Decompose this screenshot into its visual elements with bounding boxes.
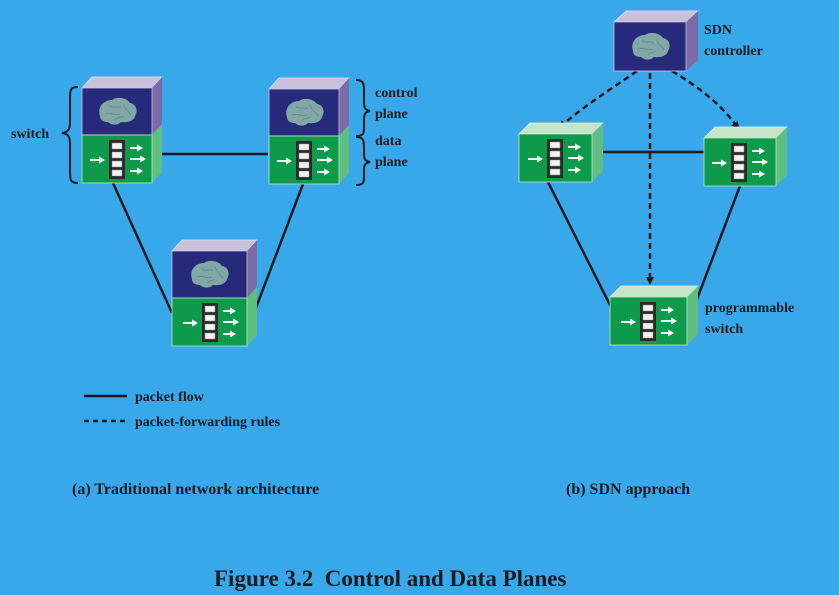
sdn-controller: [612, 10, 700, 72]
programmable-label-line1: programmable: [705, 301, 794, 316]
forwarding-rules-arrows: [558, 69, 740, 285]
switch-brace: [61, 86, 79, 184]
link-sw2-sw3: [252, 183, 305, 314]
data-plane-brace: [355, 136, 371, 186]
figure-title: Figure 3.2 Control and Data Planes: [214, 566, 567, 591]
sdn-links: [546, 150, 742, 308]
link-sdn-right-bottom: [692, 185, 742, 308]
legend-forwarding-rules-label: packet-forwarding rules: [135, 415, 281, 430]
legend: packet flow packet-forwarding rules: [84, 390, 281, 430]
panel-a-caption: (a) Traditional network architecture: [72, 481, 319, 498]
controller-label-line1: SDN: [704, 23, 732, 38]
sdn-switch-right: [703, 126, 788, 187]
legend-packet-flow-label: packet flow: [135, 390, 205, 405]
control-plane-label-line1: control: [375, 86, 418, 101]
traditional-links: [111, 152, 305, 314]
programmable-label-line2: switch: [705, 322, 743, 337]
traditional-switch-3: [171, 239, 258, 347]
link-sw1-sw3: [111, 182, 174, 314]
sdn-switch-left: [518, 122, 604, 183]
switch-label: switch: [11, 127, 49, 142]
data-plane-label-line2: plane: [375, 155, 408, 170]
control-plane-brace: [355, 79, 371, 137]
panel-b-caption: (b) SDN approach: [566, 481, 690, 498]
sdn-switch-programmable: [609, 285, 699, 346]
rules-arrow-right: [671, 69, 740, 130]
control-plane-box: [171, 250, 248, 299]
controller-label-line2: controller: [704, 44, 763, 59]
control-plane-label-line2: plane: [375, 107, 408, 122]
traditional-switch-1: [81, 76, 163, 184]
traditional-switch-2: [268, 77, 350, 185]
rules-arrow-left: [558, 69, 638, 129]
data-plane-label-line1: data: [375, 134, 401, 149]
link-sdn-left-bottom: [546, 181, 613, 308]
